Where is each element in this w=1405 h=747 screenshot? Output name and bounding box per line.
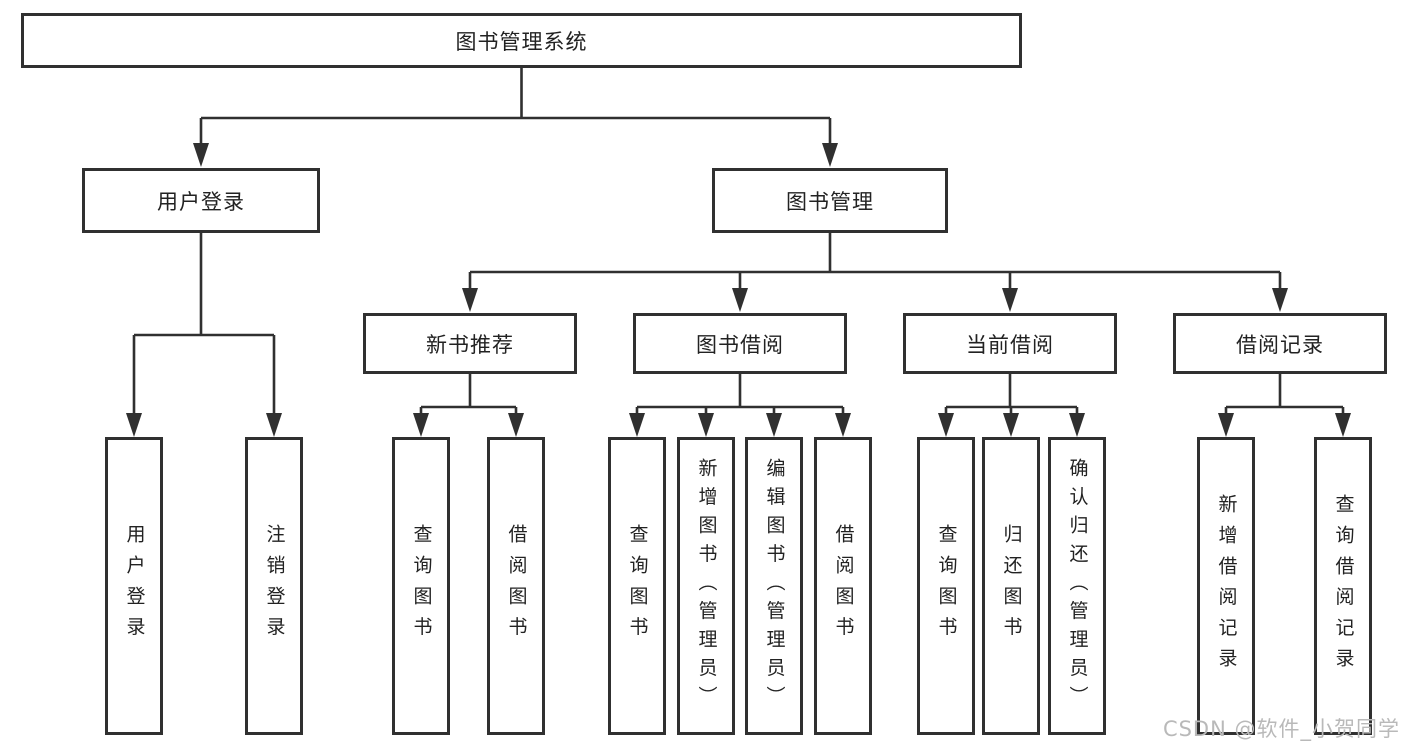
- arrowhead: [462, 288, 478, 312]
- node-label: 当前借阅: [966, 332, 1054, 357]
- node-library-system: 图书管理系统: [21, 13, 1022, 68]
- arrowhead: [126, 413, 142, 437]
- arrowhead: [413, 413, 429, 437]
- arrowhead: [938, 413, 954, 437]
- node-confirm-return-admin: 确认归还（管理员）: [1048, 437, 1106, 735]
- arrowhead: [835, 413, 851, 437]
- arrowhead: [732, 288, 748, 312]
- node-query-books-current: 查询图书: [917, 437, 975, 735]
- arrowhead: [1003, 413, 1019, 437]
- node-label: 查询借阅记录: [1332, 493, 1355, 679]
- node-label: 编辑图书（管理员）: [763, 457, 786, 715]
- connectors-user-login: [126, 233, 282, 437]
- arrowhead: [1335, 413, 1351, 437]
- node-label: 借阅记录: [1236, 332, 1324, 357]
- node-user-login-leaf: 用户登录: [105, 437, 163, 735]
- node-label: 图书管理系统: [455, 29, 588, 54]
- node-add-borrow-record: 新增借阅记录: [1197, 437, 1255, 735]
- node-label: 查询图书: [935, 524, 958, 648]
- node-label: 新增图书（管理员）: [695, 457, 718, 715]
- node-query-books-borrow: 查询图书: [608, 437, 666, 735]
- node-new-book-recommend: 新书推荐: [363, 313, 577, 374]
- node-label: 注销登录: [263, 524, 286, 648]
- node-label: 用户登录: [157, 189, 245, 214]
- connectors-book-borrow: [629, 374, 851, 437]
- node-add-book-admin: 新增图书（管理员）: [677, 437, 735, 735]
- node-query-books-recommend: 查询图书: [392, 437, 450, 735]
- node-label: 确认归还（管理员）: [1066, 457, 1089, 715]
- node-user-login: 用户登录: [82, 168, 320, 233]
- node-logout-leaf: 注销登录: [245, 437, 303, 735]
- node-label: 用户登录: [123, 524, 146, 648]
- arrowhead: [1002, 288, 1018, 312]
- arrowhead: [766, 413, 782, 437]
- node-label: 查询图书: [410, 524, 433, 648]
- node-label: 借阅图书: [832, 524, 855, 648]
- node-label: 归还图书: [1000, 524, 1023, 648]
- node-label: 新书推荐: [426, 332, 514, 357]
- connectors-borrow-records: [1218, 374, 1351, 437]
- connectors-root: [193, 68, 838, 167]
- arrowhead: [1272, 288, 1288, 312]
- node-current-borrow: 当前借阅: [903, 313, 1117, 374]
- node-borrow-books-leaf: 借阅图书: [814, 437, 872, 735]
- node-query-borrow-record: 查询借阅记录: [1314, 437, 1372, 735]
- node-borrow-books-recommend: 借阅图书: [487, 437, 545, 735]
- arrowhead: [822, 143, 838, 167]
- arrowhead: [629, 413, 645, 437]
- arrowhead: [1218, 413, 1234, 437]
- node-label: 图书借阅: [696, 332, 784, 357]
- node-book-borrow: 图书借阅: [633, 313, 847, 374]
- node-label: 查询图书: [626, 524, 649, 648]
- connectors-book-management: [462, 233, 1288, 312]
- connectors-current-borrow: [938, 374, 1085, 437]
- arrowhead: [1069, 413, 1085, 437]
- node-label: 借阅图书: [505, 524, 528, 648]
- connectors-new-book-recommend: [413, 374, 524, 437]
- arrowhead: [193, 143, 209, 167]
- node-borrow-records: 借阅记录: [1173, 313, 1387, 374]
- arrowhead: [698, 413, 714, 437]
- node-label: 新增借阅记录: [1215, 493, 1238, 679]
- node-edit-book-admin: 编辑图书（管理员）: [745, 437, 803, 735]
- arrowhead: [508, 413, 524, 437]
- arrowhead: [266, 413, 282, 437]
- watermark-text: CSDN @软件_小贺同学: [1162, 717, 1400, 741]
- node-label: 图书管理: [786, 189, 874, 214]
- node-book-management: 图书管理: [712, 168, 948, 233]
- node-return-book: 归还图书: [982, 437, 1040, 735]
